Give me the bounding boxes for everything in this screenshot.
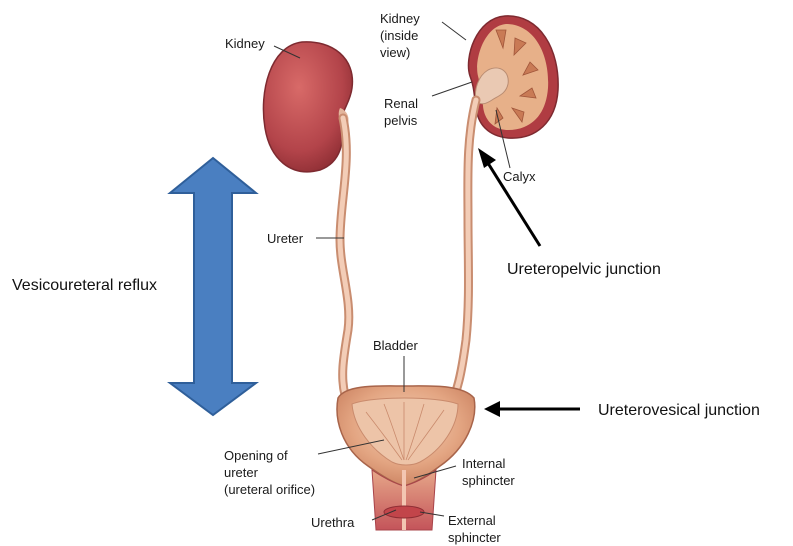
left-kidney <box>263 42 352 172</box>
label-external-sphincter-1: External <box>448 513 496 528</box>
label-bladder: Bladder <box>373 338 418 353</box>
annotation-ureteropelvic-junction: Ureteropelvic junction <box>507 261 661 278</box>
label-kidney-inside-1: Kidney <box>380 11 420 26</box>
label-calyx: Calyx <box>503 169 536 184</box>
label-kidney: Kidney <box>225 36 265 51</box>
reflux-double-arrow <box>170 158 256 415</box>
label-kidney-inside-2: (inside <box>380 28 418 43</box>
label-opening-2: ureter <box>224 465 259 480</box>
label-renal-pelvis-1: Renal <box>384 96 418 111</box>
annotation-ureterovesical-junction: Ureterovesical junction <box>598 402 760 419</box>
label-external-sphincter-2: sphincter <box>448 530 501 545</box>
label-internal-sphincter-1: Internal <box>462 456 505 471</box>
label-kidney-inside-3: view) <box>380 45 410 60</box>
label-internal-sphincter-2: sphincter <box>462 473 515 488</box>
label-opening-3: (ureteral orifice) <box>224 482 315 497</box>
label-urethra: Urethra <box>311 515 355 530</box>
label-ureter: Ureter <box>267 231 304 246</box>
ureterovesical-pointer-arrow <box>484 401 580 417</box>
annotation-vesicoureteral-reflux: Vesicoureteral reflux <box>12 277 157 294</box>
label-renal-pelvis-2: pelvis <box>384 113 418 128</box>
label-opening-1: Opening of <box>224 448 288 463</box>
